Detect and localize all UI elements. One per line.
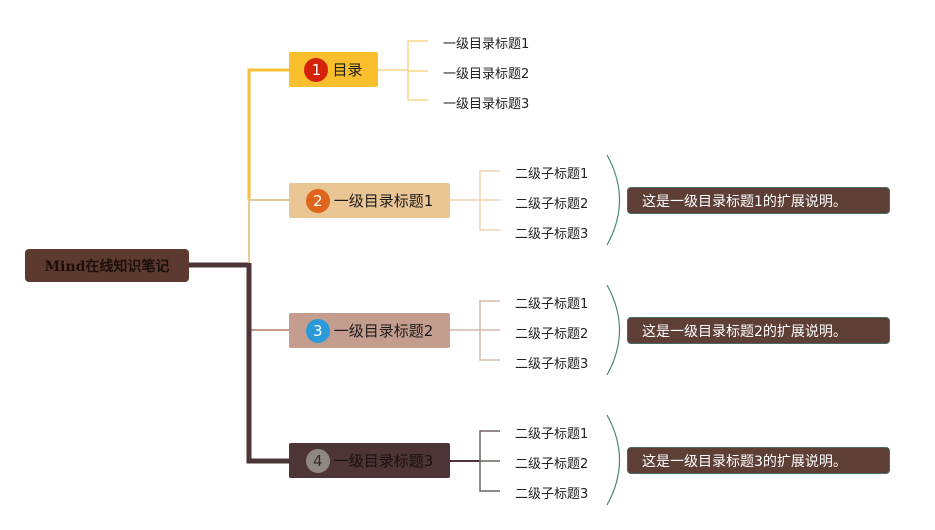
number-badge-icon: 2 xyxy=(305,188,330,213)
branch-label: 目录 xyxy=(332,61,363,79)
root-label: Mind在线知识笔记 xyxy=(44,258,170,275)
leaf-node[interactable]: 二级子标题1 xyxy=(515,427,589,442)
branch-node-3[interactable]: 3 一级目录标题2 xyxy=(289,313,450,348)
leaf-node[interactable]: 二级子标题3 xyxy=(515,357,589,372)
number-badge-icon: 1 xyxy=(304,57,329,82)
branch-4-subconnectors xyxy=(450,430,500,492)
summary-label: 这是一级目录标题1的扩展说明。 xyxy=(642,193,847,210)
leaf-node[interactable]: 一级目录标题1 xyxy=(443,37,530,52)
trunk-connector-b2 xyxy=(248,199,290,265)
summary-label: 这是一级目录标题2的扩展说明。 xyxy=(642,323,847,340)
branch-label: 一级目录标题2 xyxy=(333,322,434,340)
summary-node[interactable]: 这是一级目录标题1的扩展说明。 xyxy=(627,187,890,214)
leaf-node[interactable]: 二级子标题2 xyxy=(515,197,589,212)
branch-node-4[interactable]: 4 一级目录标题3 xyxy=(289,443,450,478)
number-badge-icon: 3 xyxy=(305,318,330,343)
number-badge-icon: 4 xyxy=(305,448,330,473)
leaf-node[interactable]: 一级目录标题3 xyxy=(443,97,530,112)
branch-2-subconnectors xyxy=(450,170,500,231)
leaf-node[interactable]: 二级子标题1 xyxy=(515,297,589,312)
leaf-node[interactable]: 一级目录标题2 xyxy=(443,67,530,82)
summary-node[interactable]: 这是一级目录标题3的扩展说明。 xyxy=(627,447,890,474)
summary-label: 这是一级目录标题3的扩展说明。 xyxy=(642,453,847,470)
branch-1-subconnectors xyxy=(378,40,428,101)
summary-bracket-b4 xyxy=(606,414,621,506)
root-node[interactable]: Mind在线知识笔记 xyxy=(25,249,189,282)
branch-3-subconnectors xyxy=(450,300,500,361)
leaf-node[interactable]: 二级子标题1 xyxy=(515,167,589,182)
trunk-connector-b4 xyxy=(246,263,290,464)
branch-label: 一级目录标题1 xyxy=(333,192,434,210)
summary-node[interactable]: 这是一级目录标题2的扩展说明。 xyxy=(627,317,890,344)
summary-bracket-b3 xyxy=(606,284,621,376)
branch-node-2[interactable]: 2 一级目录标题1 xyxy=(289,183,450,218)
leaf-node[interactable]: 二级子标题3 xyxy=(515,227,589,242)
leaf-node[interactable]: 二级子标题2 xyxy=(515,327,589,342)
branch-label: 一级目录标题3 xyxy=(333,452,434,470)
trunk-connector-b1 xyxy=(247,68,290,200)
branch-node-1[interactable]: 1 目录 xyxy=(289,52,378,87)
summary-bracket-b2 xyxy=(606,154,621,246)
leaf-node[interactable]: 二级子标题3 xyxy=(515,487,589,502)
leaf-node[interactable]: 二级子标题2 xyxy=(515,457,589,472)
